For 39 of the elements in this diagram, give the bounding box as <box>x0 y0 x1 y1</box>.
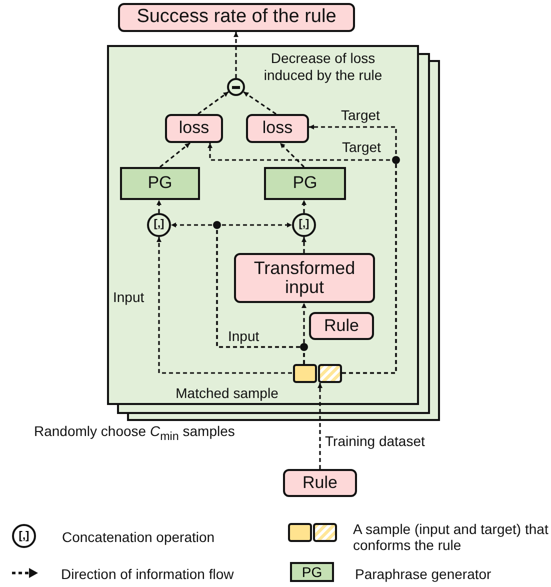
arrow <box>198 91 229 115</box>
arrow <box>302 200 306 213</box>
process-box: Success rate of the rule <box>118 3 355 32</box>
arrow <box>156 237 292 374</box>
edge-label: Target <box>341 139 382 155</box>
legend-text: A sample (input and target) that conforms the rule <box>353 521 550 554</box>
note-text: Randomly choose C$_{min}$ samples <box>34 423 235 443</box>
annotation-text: Decrease of loss induced by the rule <box>262 50 384 84</box>
process-box: loss <box>246 114 309 143</box>
arrow <box>234 32 238 78</box>
generator-box: PG <box>120 167 200 200</box>
arrow <box>216 222 305 364</box>
legend-text: Paraphrase generator <box>355 566 492 582</box>
edge-label: Target <box>340 107 381 123</box>
arrow <box>318 383 322 469</box>
minus-operator-circle <box>227 78 245 96</box>
concat-operator-circle: [,] <box>292 213 316 237</box>
process-box: Rule <box>309 312 374 340</box>
arrow <box>156 200 162 213</box>
sample-block <box>292 364 342 383</box>
arrow <box>309 124 397 374</box>
process-box: loss <box>165 114 223 143</box>
legend-text: Direction of information flow <box>61 566 235 582</box>
process-box: Transformed input <box>234 253 375 303</box>
edge-label: Input <box>227 328 260 344</box>
arrow <box>243 91 276 115</box>
concat-operator-circle: [,] <box>147 213 171 237</box>
panel <box>107 45 419 405</box>
arrow <box>160 142 190 168</box>
process-box: Rule <box>283 469 357 497</box>
concat-symbol: [,] <box>12 524 36 548</box>
legend-text: Concatenation operation <box>62 529 216 546</box>
edge-label: Training dataset <box>324 433 426 449</box>
generator-box-sample: PG <box>290 562 334 582</box>
arrow <box>302 237 306 253</box>
generator-box: PG <box>264 167 346 200</box>
edge-label: Input <box>112 289 146 305</box>
annotation-text: Matched sample <box>174 385 280 402</box>
arrow <box>279 142 305 168</box>
